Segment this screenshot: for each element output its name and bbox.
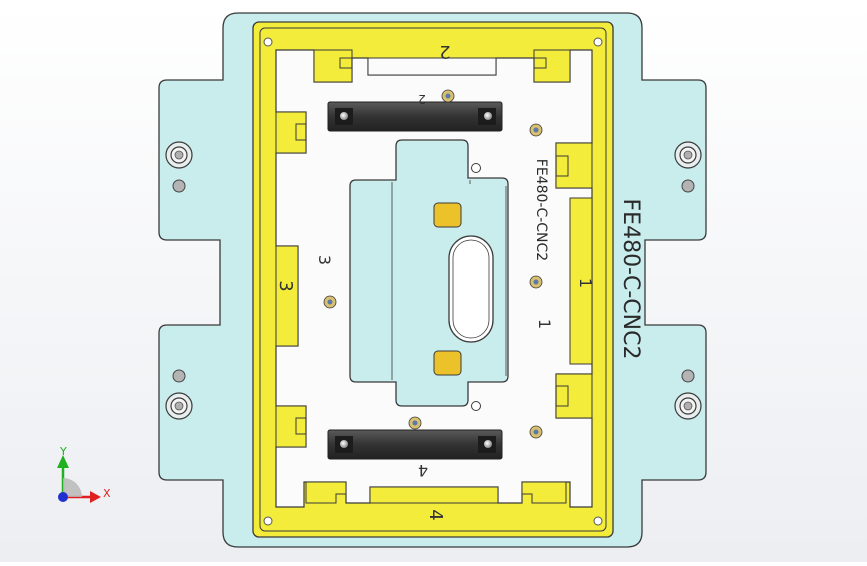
spring-plungers [323, 89, 543, 439]
support-pad-top [433, 202, 462, 228]
edge-label-right: 1 [576, 278, 595, 288]
edge-label-top: 2 [439, 41, 450, 62]
inner-label-bottom: 4 [418, 461, 428, 480]
clamp-bar-top [327, 101, 503, 132]
part-number-side: FE480-C-CNC2 [618, 199, 643, 360]
pin-hole-left-top [172, 179, 186, 193]
mount-hole-right-bottom [674, 392, 702, 420]
clamp-bar-bottom [327, 429, 503, 460]
oval-slot [448, 235, 494, 343]
mount-hole-left-top [165, 141, 193, 169]
pin-hole-right-bottom [681, 369, 695, 383]
edge-label-bottom: 4 [425, 509, 446, 520]
top-slot [367, 57, 497, 76]
center-nest-inner [391, 180, 507, 380]
yellow-tabs [275, 49, 593, 504]
inner-label-right: 1 [535, 319, 554, 329]
mount-hole-left-bottom [165, 392, 193, 420]
yellow-frame-lip [259, 27, 607, 532]
locator-pin-bottom [471, 401, 481, 411]
axis-x-label: X [103, 487, 111, 500]
axis-y-label: Y [59, 445, 67, 458]
axis-triad: Y X [57, 445, 111, 503]
pin-hole-right-top [681, 179, 695, 193]
bottom-slot [369, 486, 499, 504]
locator-pin-top [471, 163, 481, 173]
inner-label-left: 3 [315, 255, 334, 265]
corner-holes [263, 37, 603, 526]
mount-hole-right-top [674, 141, 702, 169]
part-number-center: FE480-C-CNC2 [533, 159, 549, 261]
pin-hole-left-bottom [172, 369, 186, 383]
inner-label-top: 2 [418, 92, 426, 106]
oval-slot-inner [452, 239, 490, 339]
edge-label-left: 3 [275, 280, 296, 291]
support-pad-bottom [433, 350, 462, 376]
